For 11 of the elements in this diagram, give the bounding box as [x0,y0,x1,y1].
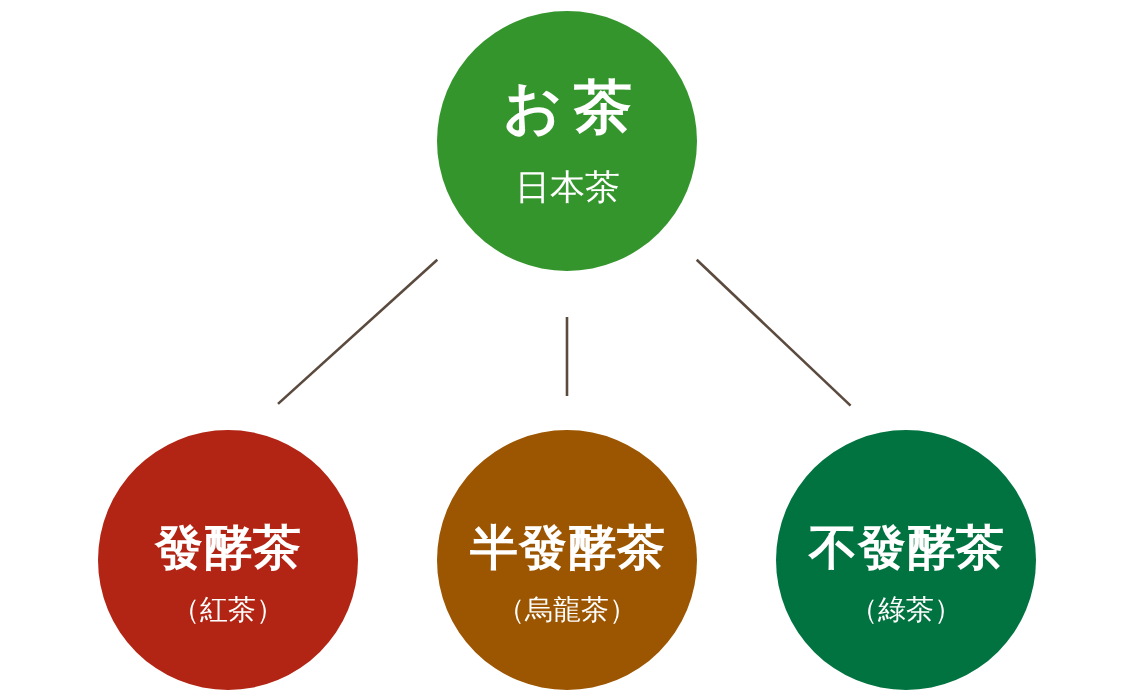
category-subtitle: （綠茶） [850,593,962,627]
category-title: 半發酵茶 [468,518,666,576]
category-title: お茶 [501,72,644,142]
connector-line [565,317,569,396]
category-subtitle: （紅茶） [172,593,284,627]
category-subtitle: （烏龍茶） [497,593,637,627]
category-subtitle: 日本茶 [514,166,620,209]
connector-line [695,258,852,407]
category-title: 發酵茶 [154,518,302,576]
category-title: 不發酵茶 [807,518,1005,576]
connector-line [277,258,439,405]
